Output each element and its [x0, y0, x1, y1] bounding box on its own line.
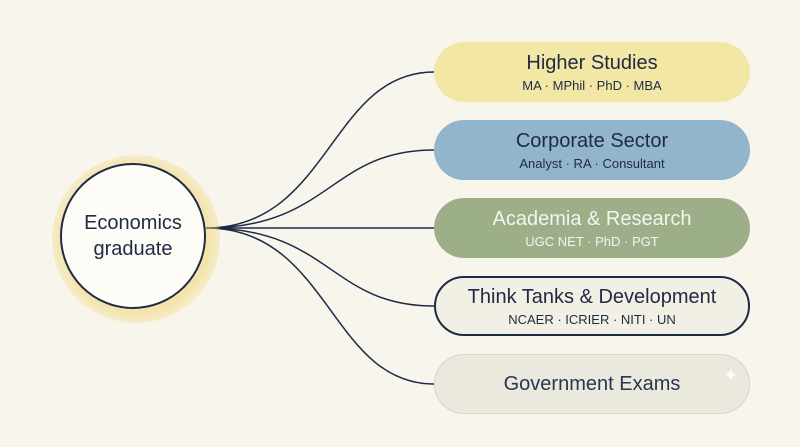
node-government-exams: Government Exams	[434, 354, 750, 414]
node-corporate-sector: Corporate Sector Analyst · RA · Consulta…	[434, 120, 750, 180]
connector-higher-studies	[205, 71, 435, 229]
connector-think-tanks	[205, 227, 435, 307]
node-title: Academia & Research	[492, 207, 692, 230]
node-title: Government Exams	[503, 373, 681, 395]
node-academia-research: Academia & Research UGC NET · PhD · PGT	[434, 198, 750, 258]
sparkle-icon: ✦	[723, 365, 739, 385]
node-subtitle: NCAER · ICRIER · NITI · UN	[508, 311, 676, 327]
node-title: Corporate Sector	[515, 129, 669, 152]
node-subtitle: MA · MPhil · PhD · MBA	[522, 77, 662, 93]
node-subtitle: Analyst · RA · Consultant	[519, 155, 665, 171]
node-title: Higher Studies	[526, 51, 658, 74]
node-title: Think Tanks & Development	[467, 285, 717, 308]
connector-corporate-sector	[205, 149, 435, 229]
node-think-tanks-development: Think Tanks & Development NCAER · ICRIER…	[434, 276, 750, 336]
hub-node: Economics graduate	[60, 163, 206, 309]
hub-label: Economics graduate	[84, 212, 182, 260]
node-higher-studies: Higher Studies MA · MPhil · PhD · MBA	[434, 42, 750, 102]
node-subtitle: UGC NET · PhD · PGT	[525, 233, 659, 249]
connector-government-exams	[205, 227, 435, 385]
